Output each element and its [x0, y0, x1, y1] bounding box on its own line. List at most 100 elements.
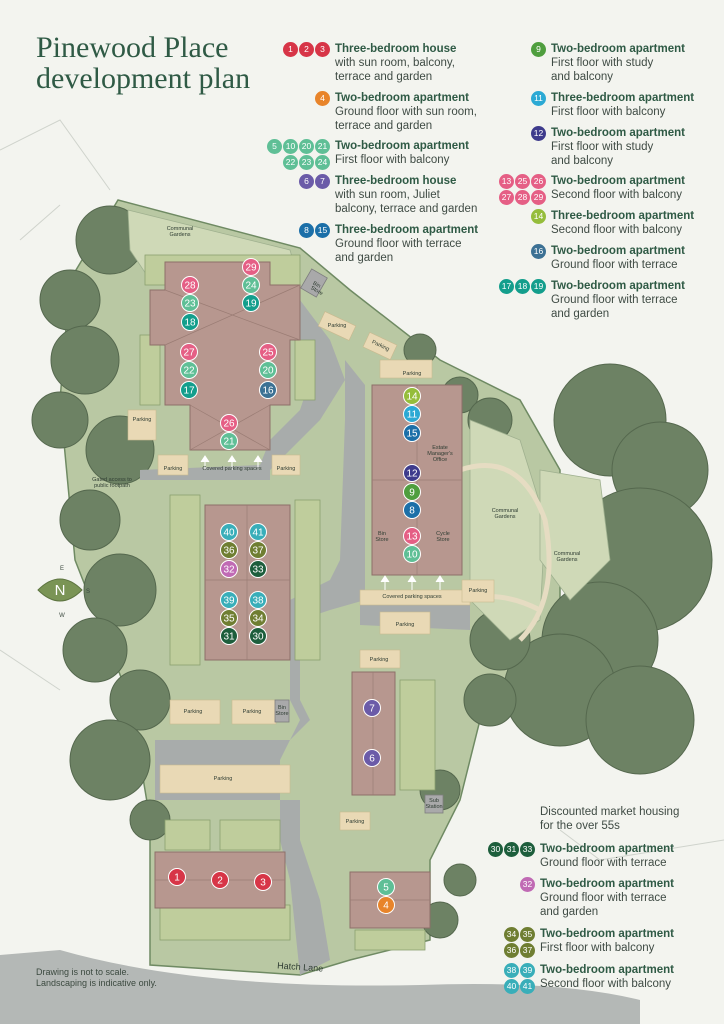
- discounted-unit-badge: 37: [520, 943, 535, 958]
- page-title: Pinewood Place development plan: [36, 32, 250, 94]
- legend-title: Three-bedroom house: [335, 43, 457, 55]
- sub-station-label-1: Sub: [429, 798, 439, 804]
- legend-title: Two-bedroom apartment: [551, 127, 685, 139]
- unit-marker-number: 1: [174, 873, 180, 884]
- svg-text:public footpath: public footpath: [94, 483, 130, 489]
- discounted-unit-badge: 33: [520, 842, 535, 857]
- unit-marker-circle: [220, 591, 238, 609]
- legend-unit-badge: 10: [283, 139, 298, 154]
- discounted-heading: Discounted market housing for the over 5…: [540, 805, 679, 833]
- legend-badges: 11: [530, 91, 546, 106]
- unit-marker-circle: [259, 381, 277, 399]
- unit-marker-number: 39: [223, 596, 235, 607]
- legend-title: Two-bedroom apartment: [551, 43, 685, 55]
- unit-marker-18: 18: [181, 313, 199, 331]
- unit-marker-9: 9: [403, 483, 421, 501]
- unit-marker-20: 20: [259, 361, 277, 379]
- communal-gardens-label-3b: Gardens: [556, 557, 577, 563]
- unit-marker-circle: [249, 523, 267, 541]
- unit-marker-22: 22: [180, 361, 198, 379]
- unit-marker-number: 37: [252, 546, 264, 557]
- svg-text:Station: Station: [425, 804, 442, 810]
- unit-marker-number: 38: [252, 596, 264, 607]
- estate-office-label-3: Office: [433, 457, 447, 463]
- legend-title: Three-bedroom house: [335, 175, 457, 187]
- covered-parking-arrows: [200, 455, 445, 590]
- unit-marker-circle: [220, 541, 238, 559]
- unit-marker-circle: [403, 405, 421, 423]
- parking-label-10: Parking: [184, 709, 203, 715]
- legend-description: terrace and garden: [335, 71, 433, 83]
- unit-marker-17: 17: [180, 381, 198, 399]
- legend-badges: 12: [530, 126, 546, 141]
- parking-label-11: Parking: [243, 709, 262, 715]
- unit-marker-26: 26: [220, 414, 238, 432]
- legend-description: First floor with study: [551, 57, 654, 69]
- legend-unit-badge: 2: [299, 42, 314, 57]
- unit-marker-number: 13: [406, 532, 418, 543]
- communal-gardens-label-1: Communal: [167, 226, 194, 232]
- unit-marker-circle: [249, 627, 267, 645]
- unit-marker-number: 25: [262, 348, 274, 359]
- unit-marker-41: 41: [249, 523, 267, 541]
- compass-n: N: [55, 582, 66, 599]
- stores: [274, 268, 444, 814]
- bin-store-label-1b: Store: [309, 285, 323, 297]
- legend-unit-badge: 21: [315, 139, 330, 154]
- cycle-store-label: Cycle: [436, 531, 450, 537]
- svg-text:Bin: Bin: [378, 531, 386, 537]
- unit-marker-10: 10: [403, 545, 421, 563]
- discounted-title: Two-bedroom apartment: [540, 878, 674, 890]
- unit-marker-12: 12: [403, 464, 421, 482]
- legend-description: balcony, terrace and garden: [335, 203, 478, 215]
- legend-unit-badge: 17: [499, 279, 514, 294]
- legend-description: Ground floor with terrace: [335, 238, 462, 250]
- legend-unit-badge: 14: [531, 209, 546, 224]
- unit-marker-circle: [249, 591, 267, 609]
- unit-marker-number: 31: [223, 632, 235, 643]
- discounted-unit-badge: 39: [520, 963, 535, 978]
- unit-marker-number: 12: [406, 469, 418, 480]
- unit-marker-34: 34: [249, 609, 267, 627]
- unit-marker-number: 23: [184, 299, 196, 310]
- legend-description: First floor with balcony: [335, 154, 450, 166]
- unit-marker-circle: [168, 868, 186, 886]
- legend-unit-badge: 24: [315, 155, 330, 170]
- legend-description: with sun room, Juliet: [335, 189, 440, 201]
- parking-label-13: Parking: [346, 819, 365, 825]
- unit-marker-29: 29: [242, 258, 260, 276]
- legend-title: Three-bedroom apartment: [551, 92, 695, 104]
- unit-marker-number: 41: [252, 528, 264, 539]
- svg-text:Communal: Communal: [492, 508, 519, 514]
- parking-label-12: Parking: [214, 776, 233, 782]
- unit-marker-number: 24: [245, 281, 257, 292]
- unit-marker-number: 15: [406, 429, 418, 440]
- legend-description: and balcony: [551, 155, 614, 167]
- unit-marker-number: 34: [252, 614, 264, 625]
- svg-text:Gardens: Gardens: [169, 232, 190, 238]
- unit-marker-16: 16: [259, 381, 277, 399]
- unit-marker-circle: [403, 464, 421, 482]
- unit-marker-number: 40: [223, 528, 235, 539]
- discounted-unit-badge: 35: [520, 927, 535, 942]
- svg-text:Communal: Communal: [167, 226, 194, 232]
- legend-title: Two-bedroom apartment: [335, 92, 469, 104]
- unit-marker-circle: [377, 896, 395, 914]
- legend-unit-badge: 29: [531, 190, 546, 205]
- discounted-description: Second floor with balcony: [540, 978, 672, 990]
- legend-badges: 4: [314, 91, 330, 106]
- communal-gardens-label-2: Communal: [492, 508, 519, 514]
- unit-marker-number: 10: [406, 550, 418, 561]
